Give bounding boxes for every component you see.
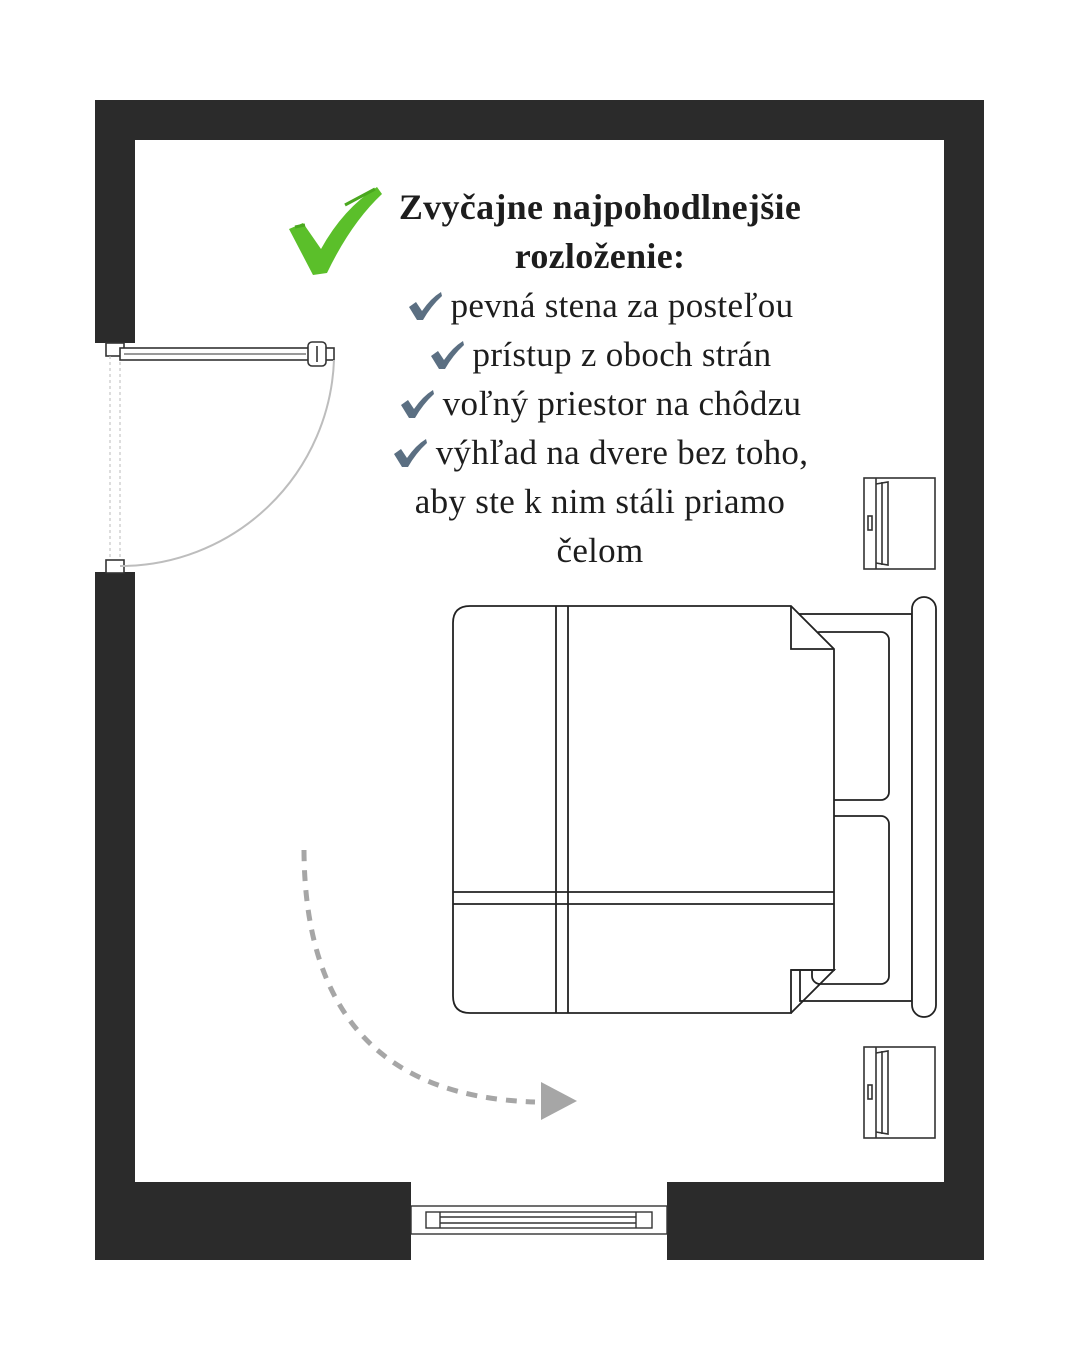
wall-top (95, 100, 984, 140)
nightstand-bottom-corner (875, 1050, 889, 1135)
wall-right (944, 100, 984, 1260)
caption-title-line1: Zvyčajne najpohodlnejšie (398, 187, 802, 227)
blue-check-icon (399, 389, 435, 419)
wall-bottom-left (95, 1182, 411, 1260)
nightstand-top-body (863, 477, 936, 570)
caption-item-2-text: prístup z oboch strán (472, 335, 772, 374)
duvet (452, 605, 835, 1014)
walls (95, 100, 984, 1260)
layout-caption: Zvyčajne najpohodlnejšie rozloženie: pev… (330, 183, 870, 575)
blue-check-icon (392, 438, 428, 468)
walking-path-arrowhead (541, 1082, 577, 1120)
nightstand-top (863, 477, 936, 570)
caption-item-4: výhľad na dvere bez toho, (330, 428, 870, 477)
nightstand-bottom-body (863, 1046, 936, 1139)
walking-path-arrow (301, 849, 577, 1120)
wall-left-lower (95, 572, 135, 1260)
window (410, 1205, 668, 1235)
window-sash (425, 1211, 653, 1229)
caption-item-3: voľný priestor na chôdzu (330, 379, 870, 428)
caption-item-1-text: pevná stena za posteľou (450, 286, 794, 325)
caption-item-2: prístup z oboch strán (330, 330, 870, 379)
blue-check-icon (407, 291, 443, 321)
caption-item-4-line3: čelom (556, 531, 644, 570)
wall-left-upper (95, 100, 135, 343)
blue-check-icon (429, 340, 465, 370)
nightstand-bottom (863, 1046, 936, 1139)
green-check-icon (289, 187, 382, 275)
door-swing-arc (119, 359, 335, 567)
duvet-fold-bottom (790, 969, 837, 1014)
walking-path-curve (301, 849, 536, 1105)
caption-item-1: pevná stena za posteľou (330, 281, 870, 330)
wall-bottom-right (667, 1182, 984, 1260)
nightstand-top-handle (867, 515, 873, 531)
nightstand-top-corner (875, 481, 889, 566)
door (105, 341, 335, 574)
bed (452, 596, 937, 1018)
nightstand-bottom-handle (867, 1084, 873, 1100)
caption-item-4-text: výhľad na dvere bez toho, (435, 433, 809, 472)
duvet-fold-top (790, 606, 834, 650)
caption-item-3-text: voľný priestor na chôdzu (442, 384, 802, 423)
caption-title-line2: rozloženie: (514, 236, 686, 276)
headboard (911, 596, 937, 1018)
caption-item-4-line2: aby ste k nim stáli priamo (414, 482, 786, 521)
